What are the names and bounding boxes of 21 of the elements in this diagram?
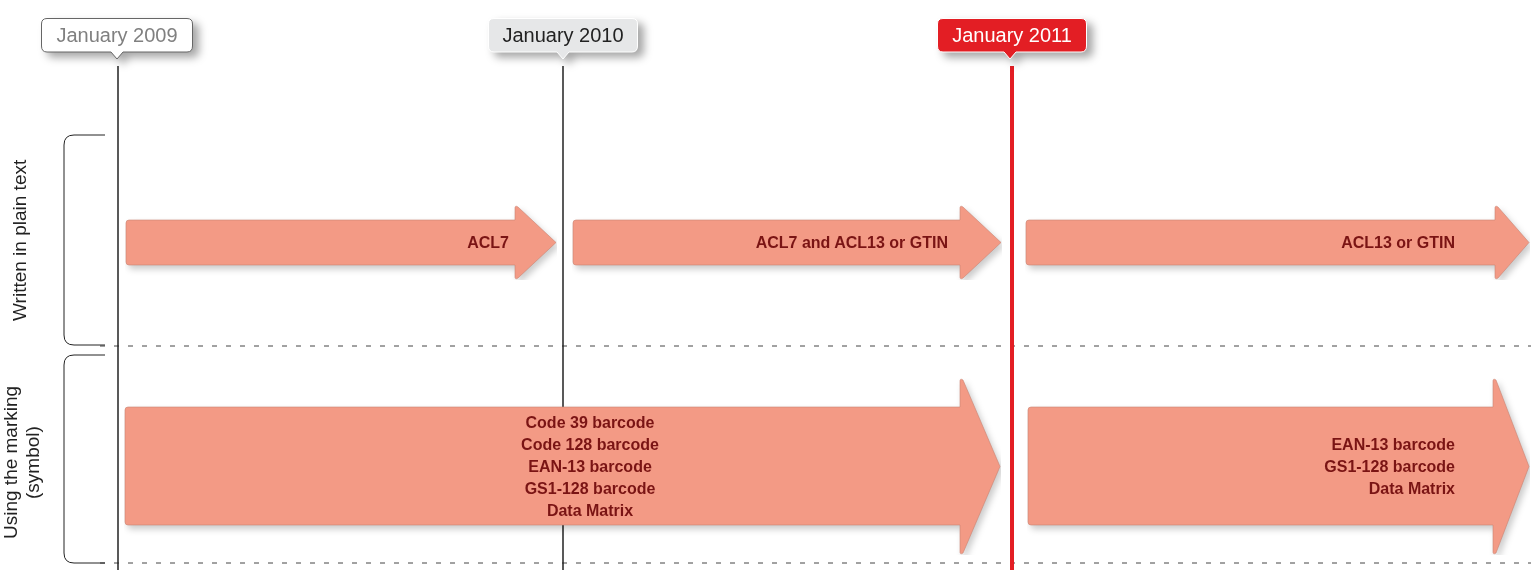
arrow-label: ACL7 and ACL13 or GTIN xyxy=(755,232,948,253)
arrow-label: GS1-128 barcode xyxy=(1324,456,1455,477)
arrow-label: ACL13 or GTIN xyxy=(1341,232,1455,253)
arrow-label: Data Matrix xyxy=(1368,478,1455,499)
arrow-label: GS1-128 barcode xyxy=(523,478,657,499)
arrow-label: Code 128 barcode xyxy=(520,434,660,455)
arrow-shape xyxy=(1025,205,1530,280)
arrow-label: EAN-13 barcode xyxy=(1331,434,1455,455)
arrow-label: Data Matrix xyxy=(545,500,635,521)
arrow-shape xyxy=(572,205,1002,280)
date-callout: January 2009 xyxy=(41,18,193,60)
arrow-shape xyxy=(1027,378,1530,555)
date-callout: January 2011 xyxy=(937,18,1087,60)
arrow-label: ACL7 xyxy=(467,232,509,253)
arrow-shape xyxy=(125,205,557,280)
row-label: Written in plain text xyxy=(9,158,31,323)
date-callout: January 2010 xyxy=(488,18,638,60)
row-label: Using the marking (symbol) xyxy=(0,384,44,541)
arrow-label: EAN-13 barcode xyxy=(527,456,653,477)
arrow-shape xyxy=(124,378,1001,555)
arrow-label: Code 39 barcode xyxy=(524,412,656,433)
